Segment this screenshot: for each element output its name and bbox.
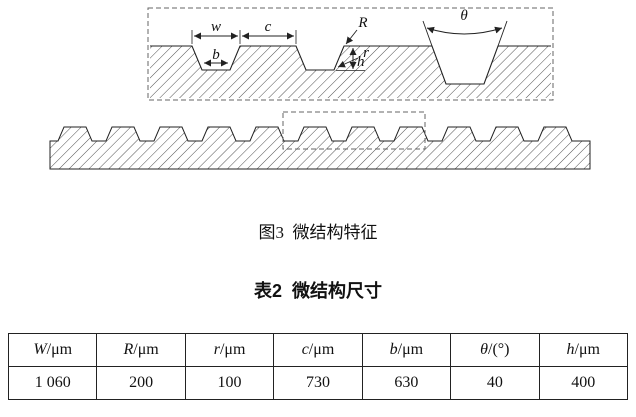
angle-arc-theta xyxy=(426,26,503,35)
angle-extension-left xyxy=(422,20,433,47)
value-W: 1 060 xyxy=(7,366,98,400)
cross-section-detail xyxy=(150,46,551,98)
col-header-r: r/μm xyxy=(184,333,275,367)
surface-profile-line xyxy=(150,45,551,85)
dimension-table: W/μm R/μm r/μm c/μm b/μm θ/(°) h/μm 1 06… xyxy=(7,333,629,400)
value-r: 100 xyxy=(184,366,275,400)
value-h: 400 xyxy=(538,366,629,400)
col-header-h: h/μm xyxy=(538,333,629,367)
table-title: 表2 微结构尺寸 xyxy=(253,281,382,301)
dim-label-theta: θ xyxy=(460,8,468,24)
zoom-region-box xyxy=(282,111,426,150)
col-header-W: W/μm xyxy=(7,333,98,367)
col-header-theta: θ/(°) xyxy=(450,333,540,367)
dim-label-w: w xyxy=(211,19,221,35)
dim-label-b: b xyxy=(212,47,220,63)
angle-extension-right xyxy=(497,20,508,47)
value-R: 200 xyxy=(96,366,186,400)
value-theta: 40 xyxy=(450,366,540,400)
table-header-row: W/μm R/μm r/μm c/μm b/μm θ/(°) h/μm xyxy=(7,333,629,367)
dim-label-c: c xyxy=(265,19,272,35)
dim-label-r: r xyxy=(363,45,369,61)
dim-label-h: h xyxy=(357,54,365,70)
value-c: 730 xyxy=(273,366,363,400)
detail-view-outline xyxy=(147,7,554,101)
dim-label-R: R xyxy=(357,15,367,31)
figure-caption: 图3 微结构特征 xyxy=(258,223,378,242)
col-header-R: R/μm xyxy=(96,333,186,367)
col-header-c: c/μm xyxy=(273,333,363,367)
microstructure-figure: w c b R r h θ xyxy=(49,7,591,170)
value-b: 630 xyxy=(361,366,452,400)
table-data-row: 1 060 200 100 730 630 40 400 xyxy=(7,366,629,400)
leader-line-R xyxy=(345,29,358,45)
strip-cross-section xyxy=(49,126,591,170)
col-header-b: b/μm xyxy=(361,333,452,367)
